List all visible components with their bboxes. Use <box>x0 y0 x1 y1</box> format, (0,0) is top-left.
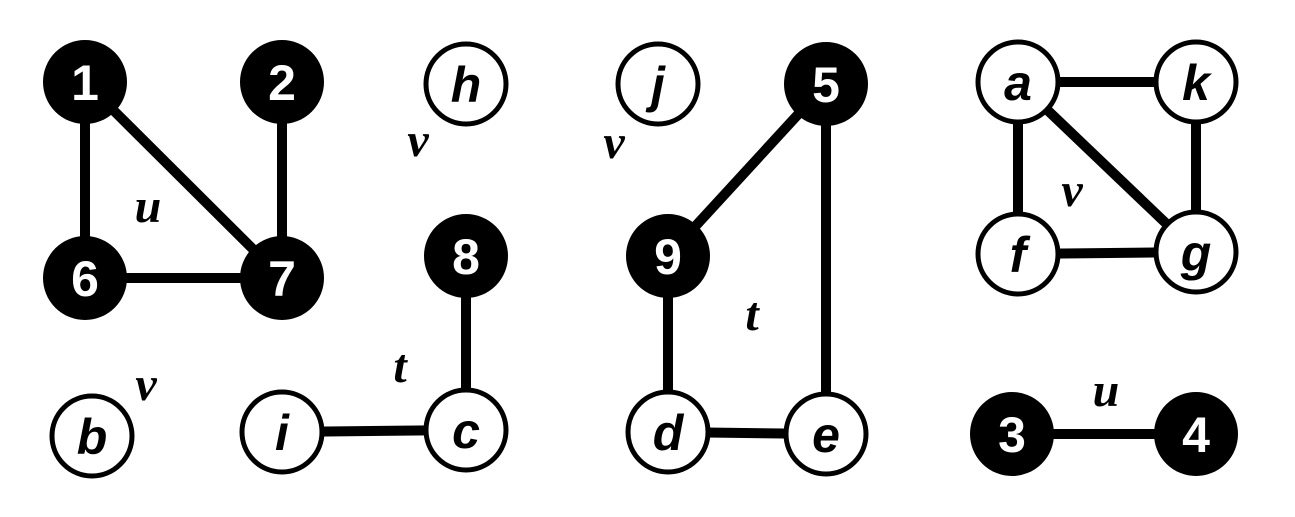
nodes-layer: 1 2 6 7 h j 5 8 9 a k f g b i c d e 3 4 <box>43 39 1239 479</box>
node-label: d <box>653 405 685 461</box>
node-label: 7 <box>268 251 296 307</box>
node-e: e <box>783 391 869 477</box>
node-circle <box>1154 392 1238 476</box>
node-circle <box>49 393 135 479</box>
node-circle <box>625 389 711 475</box>
node-label: i <box>275 405 290 461</box>
node-n4: 4 <box>1154 392 1238 476</box>
node-label: g <box>1180 225 1212 281</box>
node-label: 4 <box>1182 407 1210 463</box>
node-circle <box>626 214 710 298</box>
node-label: e <box>812 407 840 463</box>
node-label: c <box>452 403 480 459</box>
node-a: a <box>975 39 1061 125</box>
node-n7: 7 <box>240 236 324 320</box>
node-circle <box>423 387 509 473</box>
node-circle <box>43 40 127 124</box>
node-circle <box>1153 39 1239 125</box>
node-label: 5 <box>812 57 840 113</box>
node-label: 9 <box>654 229 682 285</box>
node-h: h <box>423 41 509 127</box>
node-k: k <box>1153 39 1239 125</box>
node-label: 3 <box>998 407 1026 463</box>
node-circle <box>423 41 509 127</box>
node-n5: 5 <box>784 42 868 126</box>
annotation-u1: u <box>135 180 162 233</box>
node-circle <box>975 211 1061 297</box>
annotation-v_h: v <box>407 114 429 167</box>
node-circle <box>975 39 1061 125</box>
node-label: a <box>1004 55 1032 111</box>
node-circle <box>1153 209 1239 295</box>
annotation-t_5: t <box>745 288 760 341</box>
node-n8: 8 <box>424 214 508 298</box>
node-label: b <box>77 409 108 465</box>
node-circle <box>615 41 701 127</box>
annotation-v_b: v <box>135 358 157 411</box>
node-circle <box>783 391 869 477</box>
node-n2: 2 <box>240 40 324 124</box>
node-j: j <box>615 41 701 127</box>
node-b: b <box>49 393 135 479</box>
node-n3: 3 <box>970 392 1054 476</box>
node-label: 2 <box>268 55 296 111</box>
node-i: i <box>239 389 325 475</box>
node-n6: 6 <box>43 236 127 320</box>
node-label: 1 <box>71 55 99 111</box>
node-circle <box>239 389 325 475</box>
node-circle <box>970 392 1054 476</box>
annotation-t_c: t <box>393 340 408 393</box>
node-circle <box>240 40 324 124</box>
node-label: 6 <box>71 251 99 307</box>
node-d: d <box>625 389 711 475</box>
annotation-v_a: v <box>1061 164 1083 217</box>
node-circle <box>240 236 324 320</box>
annotations-layer: u v v v v t t u <box>135 114 1120 417</box>
node-circle <box>424 214 508 298</box>
node-circle <box>43 236 127 320</box>
node-g: g <box>1153 209 1239 295</box>
node-label: j <box>645 57 666 113</box>
node-c: c <box>423 387 509 473</box>
node-f: f <box>975 211 1061 297</box>
edge-n1-n7 <box>81 78 286 282</box>
node-n1: 1 <box>43 40 127 124</box>
node-label: k <box>1182 55 1212 111</box>
annotation-v_j: v <box>603 116 625 169</box>
annotation-u2: u <box>1093 364 1120 417</box>
node-label: 8 <box>452 229 480 285</box>
node-circle <box>784 42 868 126</box>
node-label: f <box>1010 227 1031 283</box>
node-n9: 9 <box>626 214 710 298</box>
node-label: h <box>451 57 482 113</box>
